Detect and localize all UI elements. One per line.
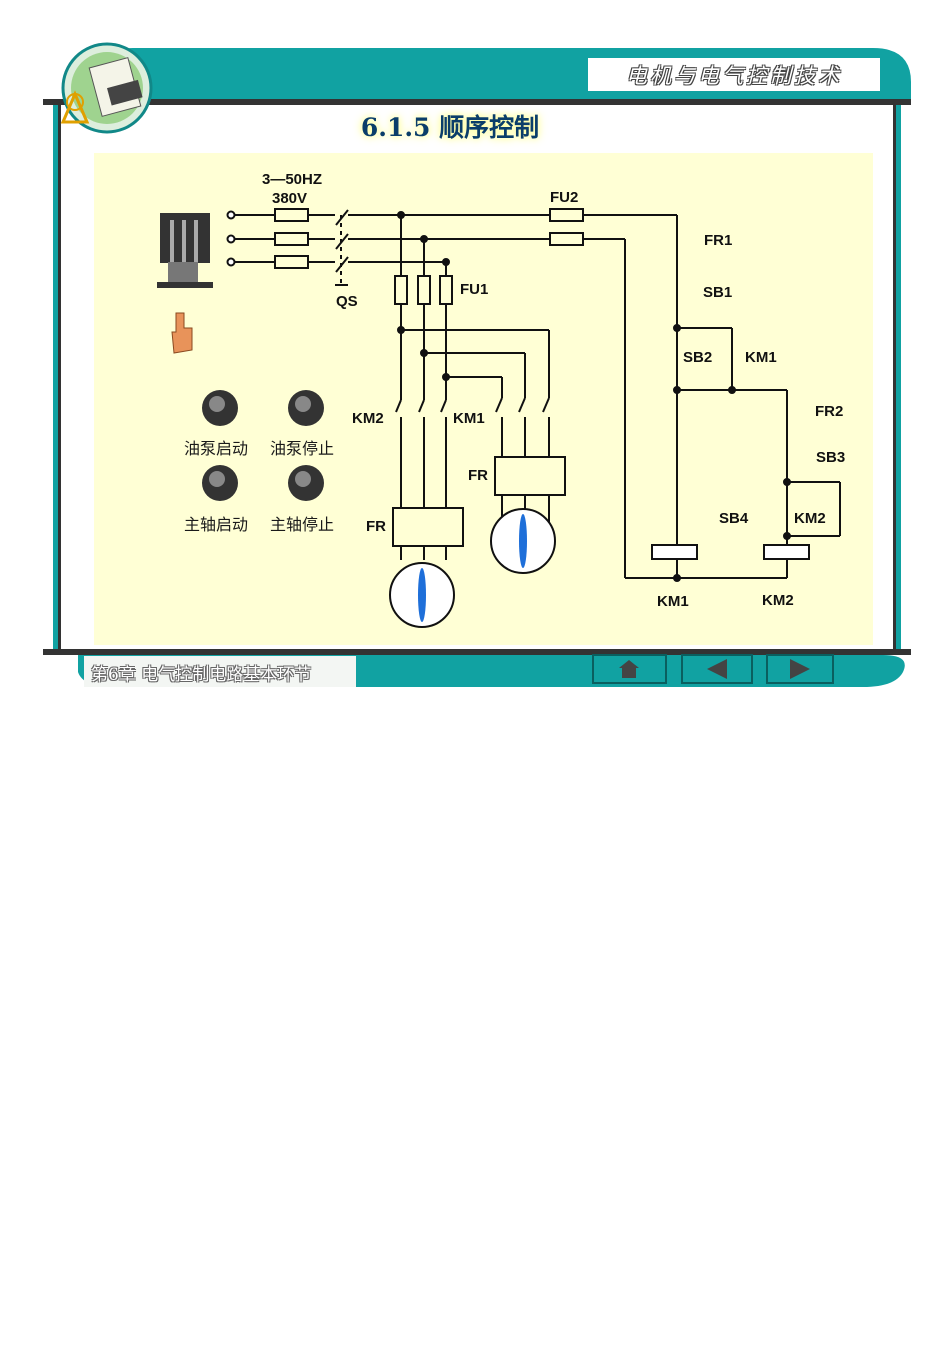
pump-motor-icon — [490, 508, 556, 574]
control-circuit — [651, 228, 841, 582]
supply-label: 3—50HZ — [262, 171, 322, 188]
next-arrow-icon — [790, 659, 810, 679]
knob-icon[interactable] — [288, 465, 324, 501]
home-icon — [619, 660, 639, 678]
sb4-label: SB4 — [719, 510, 749, 527]
knob-icon[interactable] — [288, 390, 324, 426]
prev-arrow-icon — [707, 659, 727, 679]
km2-main-label: KM2 — [352, 410, 384, 427]
phase-lines — [226, 208, 620, 286]
chapter-title: 第6章 电气控制电路基本环节 — [91, 665, 312, 685]
home-button[interactable] — [592, 654, 667, 684]
oil-pump-start-label: 油泵启动 — [184, 439, 249, 458]
km1-main-label: KM1 — [453, 410, 485, 427]
km2-aux-label: KM2 — [794, 510, 826, 527]
spindle-start-label: 主轴启动 — [184, 515, 249, 534]
spindle-stop-label: 主轴停止 — [270, 515, 335, 534]
brand-title: 电机与电气控制技术 — [588, 58, 880, 91]
slide-title: 6.1.5 顺序控制 — [360, 113, 540, 142]
fu2-label: FU2 — [550, 189, 578, 206]
fr1-label: FR1 — [704, 232, 732, 249]
circuit-diagram: 3—50HZ 380V QS FU2 — [157, 171, 845, 628]
km1-aux-label: KM1 — [745, 349, 777, 366]
fr-pump-label: FR — [468, 467, 488, 484]
power-source-icon — [157, 213, 213, 288]
fr-spindle-label: FR — [366, 518, 386, 535]
spindle-motor-icon — [389, 562, 455, 628]
hand-pointer-icon[interactable] — [171, 312, 193, 354]
sb1-label: SB1 — [703, 284, 732, 301]
knob-icon[interactable] — [202, 465, 238, 501]
prev-button[interactable] — [681, 654, 753, 684]
fu2-fuses — [549, 208, 787, 579]
km2-coil-label: KM2 — [762, 592, 794, 609]
fu1-label: FU1 — [460, 281, 488, 298]
fr2-label: FR2 — [815, 403, 843, 420]
logo-badge-icon — [60, 42, 153, 134]
km1-coil-label: KM1 — [657, 593, 689, 610]
qs-label: QS — [336, 293, 358, 310]
next-button[interactable] — [766, 654, 834, 684]
knob-icon[interactable] — [202, 390, 238, 426]
sb3-label: SB3 — [816, 449, 845, 466]
fu1-branch — [392, 211, 566, 560]
voltage-label: 380V — [272, 190, 307, 207]
footer-label-box — [84, 656, 356, 687]
sb2-label: SB2 — [683, 349, 712, 366]
oil-pump-stop-label: 油泵停止 — [270, 439, 335, 458]
